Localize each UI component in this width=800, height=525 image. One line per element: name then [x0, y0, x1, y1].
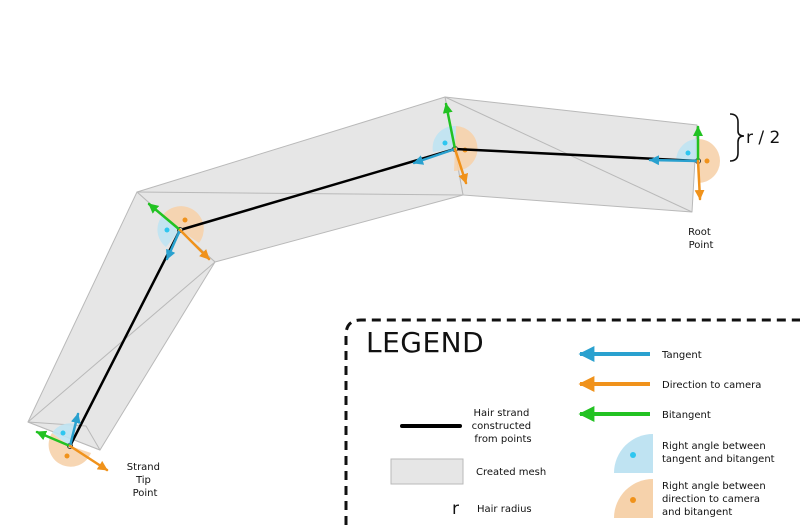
- radius-half-label: r / 2: [746, 128, 780, 148]
- right-angle-tb-marker: [676, 139, 698, 161]
- tangent-arrow: [165, 228, 182, 261]
- legend-tangent-label: Tangent: [661, 350, 702, 361]
- tip-point-label: Strand Tip Point: [127, 462, 163, 499]
- camera-direction-arrow: [694, 159, 705, 201]
- legend-bitangent-label: Bitangent: [662, 410, 711, 421]
- bitangent-arrow: [35, 430, 72, 448]
- tangent-arrow: [412, 147, 457, 165]
- legend-camera-label: Direction to camera: [662, 380, 761, 391]
- right-angle-tb-marker: [432, 125, 456, 152]
- tangent-arrow: [648, 155, 700, 166]
- legend-hair-strand-label: Hair strand constructed from points: [472, 408, 535, 445]
- vector-arrows: [35, 102, 705, 472]
- legend-radius-label: Hair radius: [477, 504, 532, 515]
- root-point-label: Root Point: [688, 227, 714, 251]
- legend-right-angle-tb-label: Right angle between tangent and bitangen…: [662, 441, 775, 465]
- hair-strand: [68, 147, 700, 448]
- legend-radius-symbol: r: [452, 499, 459, 519]
- bitangent-arrow: [147, 202, 182, 232]
- right-angle-cb-marker: [163, 206, 204, 243]
- bitangent-arrow: [442, 102, 457, 151]
- tangent-arrow: [68, 412, 81, 448]
- legend-title: LEGEND: [366, 326, 484, 359]
- angle-markers: [48, 125, 720, 467]
- legend-mesh-label: Created mesh: [476, 467, 546, 478]
- legend: LEGEND Hair strand constructed from poin…: [344, 318, 800, 525]
- camera-direction-arrow: [453, 147, 468, 185]
- camera-direction-arrow: [178, 228, 211, 261]
- camera-direction-arrow: [68, 444, 109, 472]
- legend-right-angle-cb-label: Right angle between direction to camera …: [662, 481, 769, 518]
- legend-mesh-swatch: [390, 458, 464, 485]
- radius-brace: [729, 113, 745, 162]
